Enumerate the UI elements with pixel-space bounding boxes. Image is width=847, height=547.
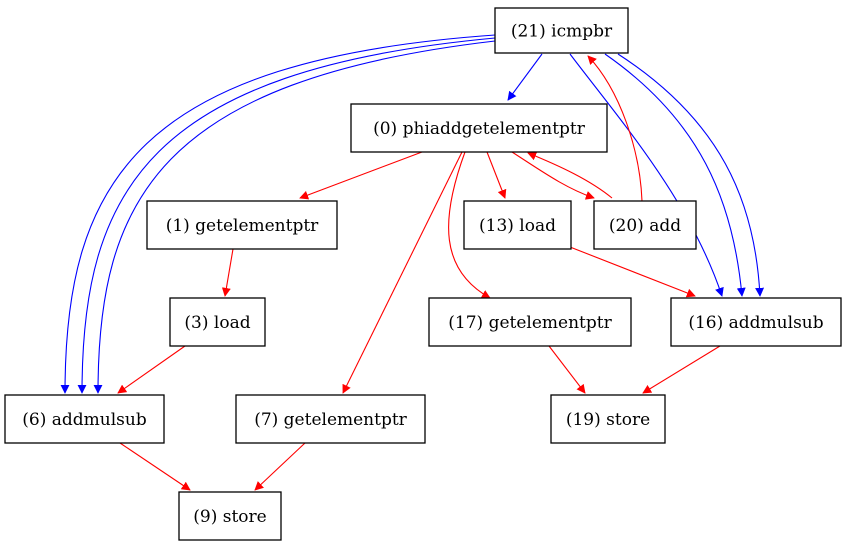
edge-n17-to-n19-data — [548, 345, 586, 394]
edge-n0-to-n20-data — [511, 151, 595, 200]
node-box — [350, 103, 608, 153]
node-n13: (13) load — [463, 200, 572, 250]
edge-n21-to-n6-control — [77, 37, 496, 394]
node-box — [428, 297, 632, 347]
node-n1: (1) getelementptr — [146, 200, 338, 250]
node-label: (13) load — [479, 216, 556, 236]
edge-n20-to-n0-data — [527, 151, 613, 199]
edge-n3-to-n6-data — [117, 345, 186, 394]
edge-n0-to-n17-data — [448, 151, 491, 299]
node-box — [494, 7, 629, 54]
node-label: (20) add — [609, 216, 681, 236]
node-box — [463, 200, 572, 250]
node-box — [670, 297, 842, 347]
edge-n21-to-n16-control — [569, 53, 724, 297]
node-n16: (16) addmulsub — [670, 297, 842, 347]
node-label: (6) addmulsub — [22, 410, 147, 430]
node-n19: (19) store — [550, 394, 666, 444]
edge-n21-to-n0-control — [507, 53, 543, 101]
node-label: (3) load — [184, 313, 250, 333]
edge-n7-to-n9-data — [254, 442, 306, 491]
node-box — [550, 394, 666, 444]
edge-n0-to-n13-data — [486, 151, 507, 199]
node-n9: (9) store — [178, 491, 282, 541]
edges-layer — [60, 34, 765, 491]
edge-n0-to-n7-data — [342, 151, 463, 394]
node-n3: (3) load — [169, 297, 266, 347]
node-box — [235, 394, 426, 444]
node-label: (7) getelementptr — [254, 410, 407, 430]
edge-n21-to-n6-control — [93, 40, 496, 394]
node-n0: (0) phiaddgetelementptr — [350, 103, 608, 153]
node-label: (17) getelementptr — [448, 313, 612, 333]
nodes-layer: (21) icmpbr (0) phiaddgetelementptr (1) ge… — [4, 7, 842, 541]
node-label: (0) phiaddgetelementptr — [373, 119, 586, 139]
node-n6: (6) addmulsub — [4, 394, 165, 444]
node-label: (21) icmpbr — [511, 22, 613, 42]
node-label: (19) store — [566, 410, 650, 430]
edge-n1-to-n3-data — [221, 248, 234, 297]
edge-n13-to-n16-data — [569, 246, 696, 298]
node-n7: (7) getelementptr — [235, 394, 426, 444]
node-box — [169, 297, 266, 347]
node-box — [593, 200, 697, 250]
node-label: (16) addmulsub — [688, 313, 823, 333]
node-box — [4, 394, 165, 444]
node-n20: (20) add — [593, 200, 697, 250]
node-n17: (17) getelementptr — [428, 297, 632, 347]
edge-n6-to-n9-data — [119, 442, 191, 491]
node-label: (9) store — [193, 507, 266, 527]
edge-n21-to-n16-control — [604, 53, 746, 297]
node-label: (1) getelementptr — [166, 216, 319, 236]
edge-n16-to-n19-data — [642, 345, 721, 394]
node-n21: (21) icmpbr — [494, 7, 629, 54]
edge-n21-to-n6-control — [60, 34, 496, 394]
edge-n0-to-n1-data — [299, 151, 423, 200]
edge-n20-to-n21-data — [587, 55, 643, 202]
node-box — [178, 491, 282, 541]
node-box — [146, 200, 338, 250]
edge-n21-to-n16-control — [617, 53, 765, 297]
